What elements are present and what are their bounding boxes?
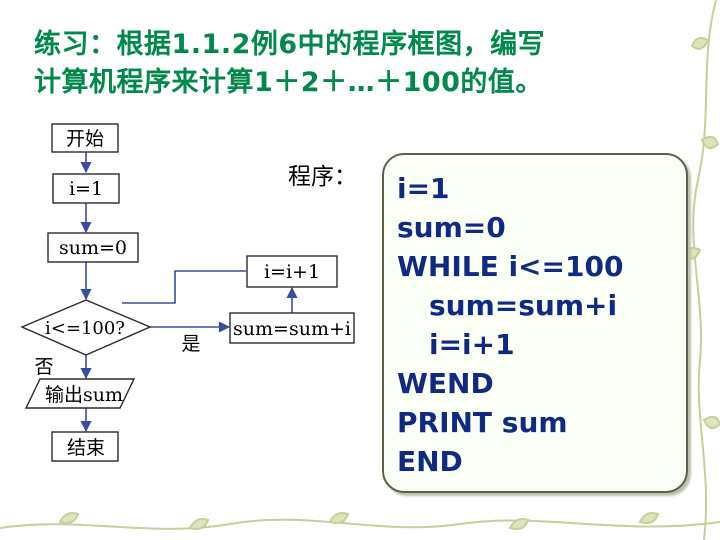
end-label: 结束	[67, 437, 105, 459]
accumulate-label: sum=sum+i	[233, 318, 351, 340]
increment-label: i=i+1	[264, 261, 320, 283]
code-line: sum=sum+i	[429, 286, 617, 325]
output-label: 输出sum	[45, 384, 123, 406]
init-sum-label: sum=0	[59, 237, 127, 259]
code-line: i=1	[397, 169, 450, 208]
code-line: END	[397, 442, 463, 481]
program-label: 程序：	[288, 164, 357, 190]
code-line: WHILE i<=100	[397, 247, 623, 286]
start-label: 开始	[66, 128, 104, 150]
no-label: 否	[34, 356, 53, 378]
code-line: sum=0	[397, 208, 506, 247]
yes-label: 是	[181, 333, 200, 355]
code-line: i=i+1	[429, 325, 515, 364]
code-line: PRINT sum	[397, 403, 568, 442]
condition-label: i<=100?	[45, 318, 125, 339]
arrow-increment-loop-back	[122, 271, 246, 303]
program-code-box: i=1 sum=0 WHILE i<=100 sum=sum+i i=i+1 W…	[382, 153, 688, 493]
code-line: WEND	[397, 364, 494, 403]
init-i-label: i=1	[69, 178, 103, 200]
